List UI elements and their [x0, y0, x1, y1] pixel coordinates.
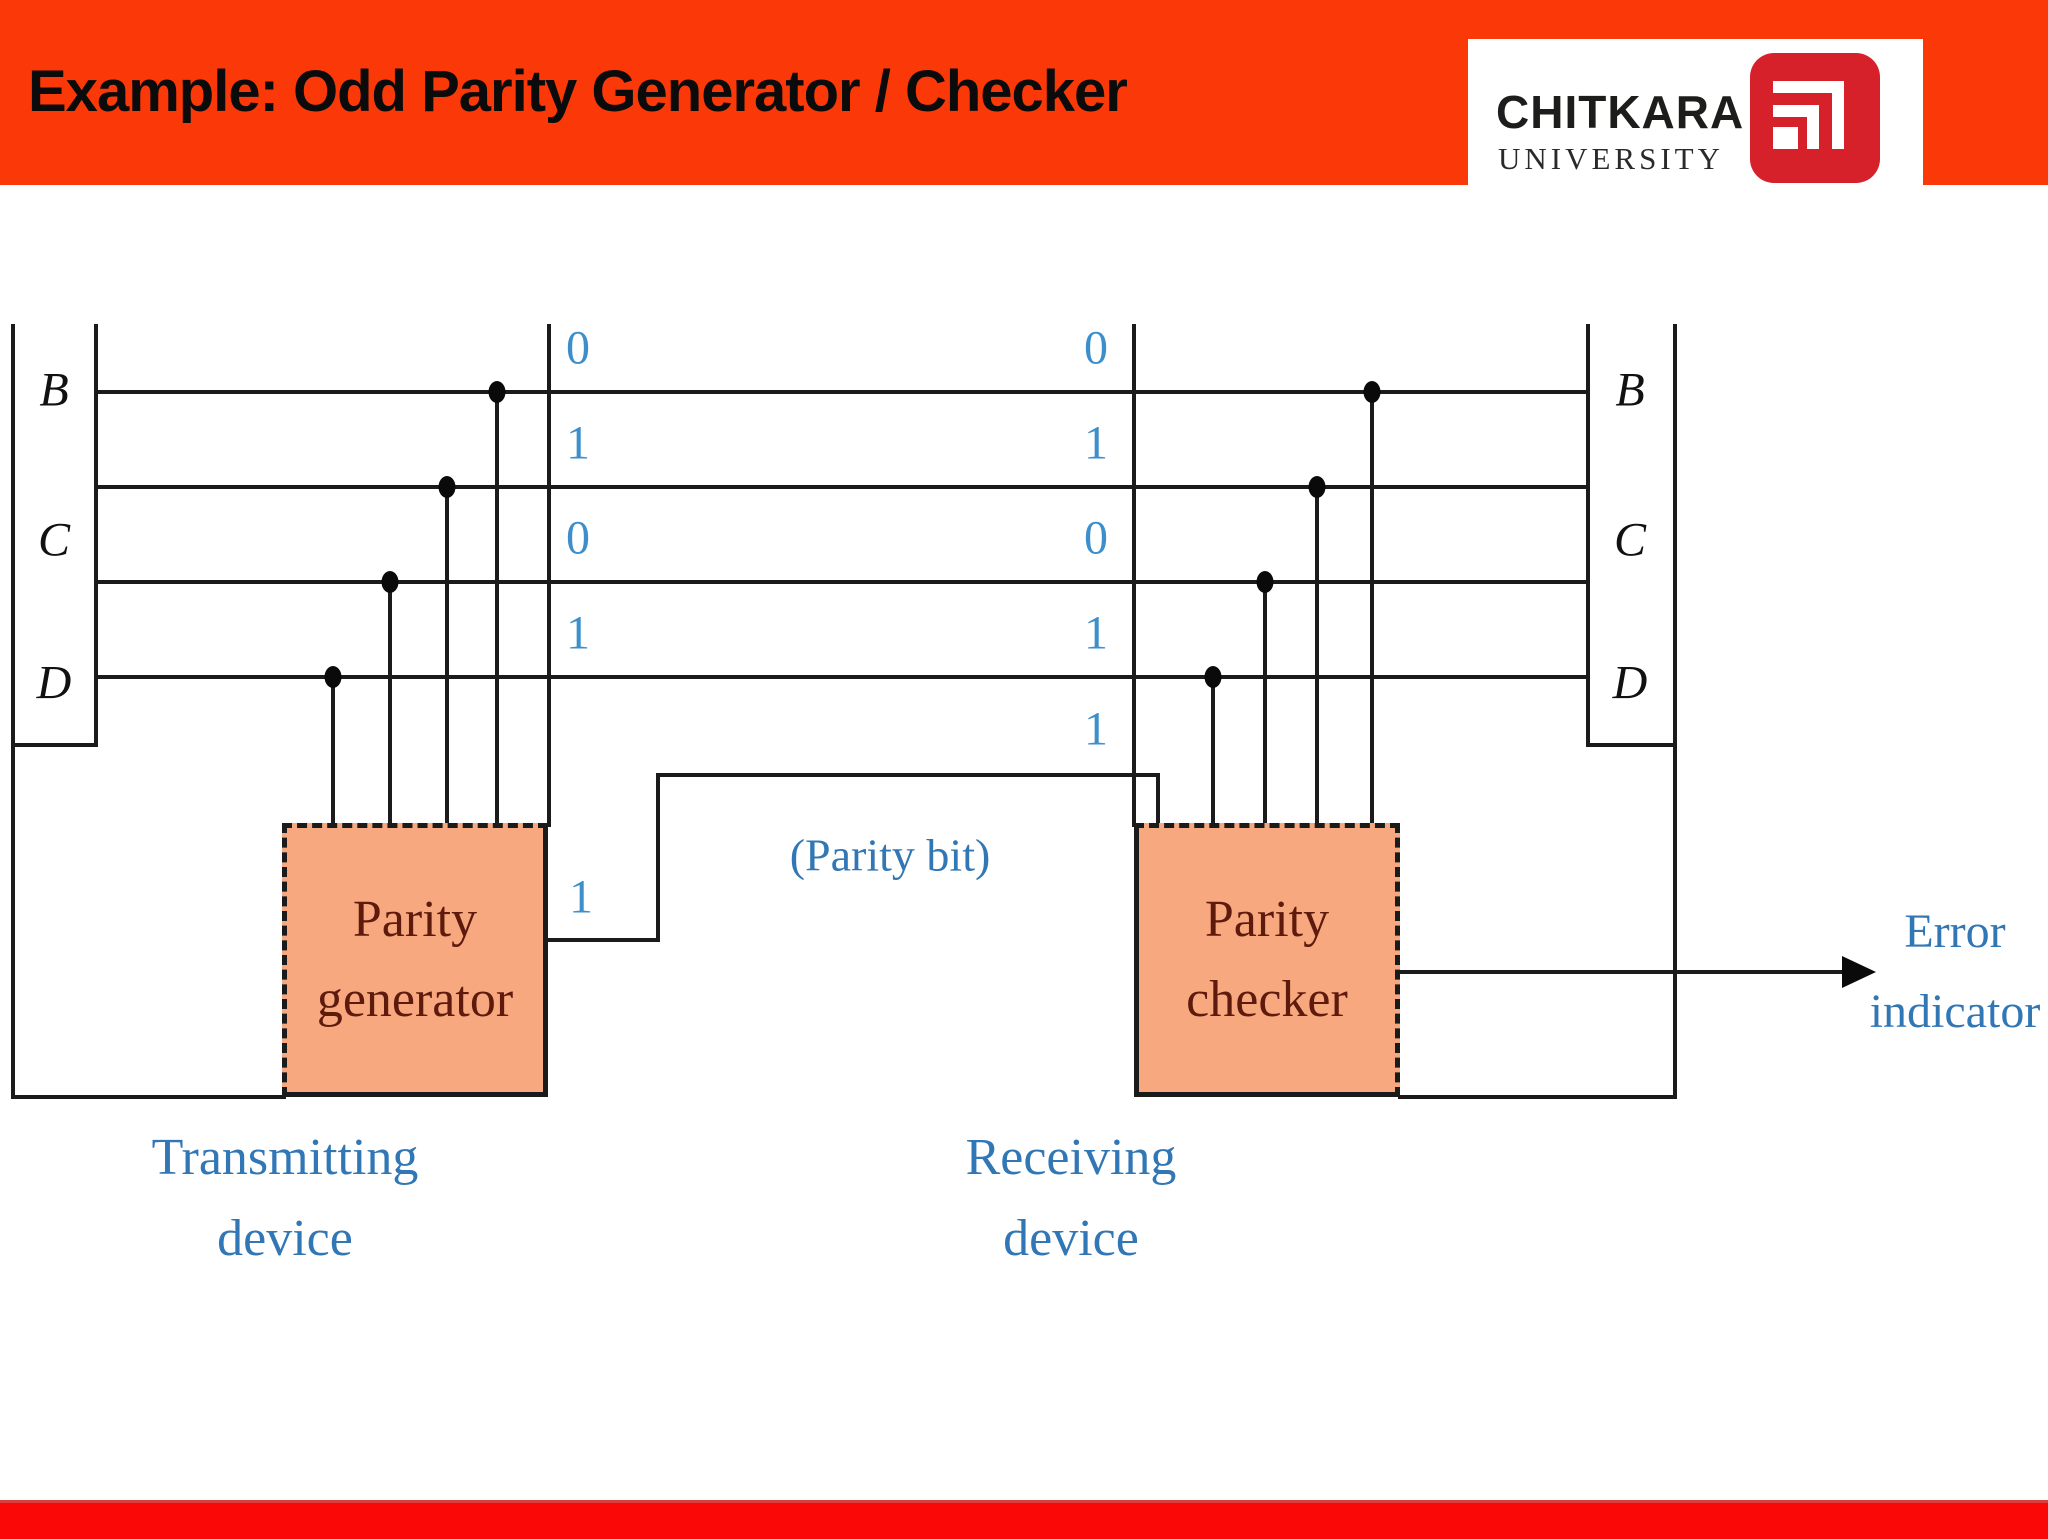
tx-bus-label-d: D — [36, 656, 72, 710]
tx-channel-edge — [547, 324, 551, 827]
parity-bit-caption: (Parity bit) — [789, 829, 991, 881]
rx-bottom-rail — [1398, 1095, 1677, 1099]
parity-wire-out — [548, 938, 660, 942]
parity-wire-rise — [656, 773, 660, 942]
junction-dot — [488, 381, 506, 403]
rx-bit-value: 1 — [1084, 606, 1108, 660]
logo-bar-icon — [1832, 81, 1844, 149]
rx-bus-label-c: C — [1613, 513, 1647, 567]
data-line-b — [96, 390, 1588, 394]
logo-sub-text: UNIVERSITY — [1498, 141, 1724, 176]
receiving-device-caption: Receiving device — [965, 1129, 1177, 1267]
tx-bottom-rail — [11, 1095, 286, 1099]
rx-bit-value: 0 — [1084, 511, 1108, 565]
parity-generator-box: Parity generator — [282, 823, 548, 1097]
error-arrow-head-icon — [1842, 956, 1876, 988]
tx-bracket-bottom — [11, 743, 98, 747]
chitkara-logo-icon — [1750, 53, 1880, 183]
rx-tap-d — [1211, 677, 1215, 825]
tx-device-outer-edge — [11, 324, 15, 1099]
rx-device-inner-edge — [1586, 324, 1590, 745]
junction-dot — [1204, 666, 1222, 688]
parity-checker-box: Parity checker — [1134, 823, 1400, 1097]
parity-checker-label: Parity — [1204, 891, 1330, 948]
tx-device-inner-edge — [94, 324, 98, 745]
rx-parity-bit-value: 1 — [1084, 702, 1108, 756]
tx-tap-d — [331, 677, 335, 825]
rx-tap-2 — [1315, 487, 1319, 825]
university-logo: CHITKARA UNIVERSITY — [1468, 39, 1923, 192]
rx-channel-edge — [1132, 324, 1136, 827]
generated-parity-bit: 1 — [569, 870, 593, 924]
tx-bit-value: 1 — [566, 416, 590, 470]
parity-generator-label: Parity — [352, 891, 478, 948]
logo-bar-icon — [1807, 105, 1819, 149]
rx-bit-value: 1 — [1084, 416, 1108, 470]
data-line-d — [96, 675, 1588, 679]
parity-checker-label: checker — [1186, 971, 1348, 1028]
transmitting-device-caption: Transmitting device — [151, 1129, 419, 1267]
rx-bus-label-b: B — [1615, 363, 1645, 417]
tx-tap-2 — [445, 487, 449, 825]
data-line-2 — [96, 485, 1588, 489]
tx-bus-label-b: B — [39, 363, 69, 417]
junction-dot — [1308, 476, 1326, 498]
rx-bus-label-d: D — [1612, 656, 1648, 710]
junction-dot — [381, 571, 399, 593]
tx-bit-value: 0 — [566, 321, 590, 375]
rx-bit-value: 0 — [1084, 321, 1108, 375]
tx-bit-value: 1 — [566, 606, 590, 660]
rx-bracket-bottom — [1586, 743, 1677, 747]
parity-generator-label: generator — [316, 971, 514, 1028]
error-arrow-line — [1400, 970, 1850, 974]
tx-bit-value: 0 — [566, 511, 590, 565]
junction-dot — [324, 666, 342, 688]
tx-bus-label-c: C — [37, 513, 71, 567]
logo-bar-icon — [1773, 127, 1798, 149]
logo-brand-text: CHITKARA — [1496, 86, 1745, 138]
error-indicator-caption: Error indicator — [1869, 905, 2041, 1038]
rx-tap-b — [1370, 392, 1374, 825]
tx-tap-b — [495, 392, 499, 825]
junction-dot — [438, 476, 456, 498]
footer-bar — [0, 1500, 2048, 1539]
junction-dot — [1363, 381, 1381, 403]
slide-title: Example: Odd Parity Generator / Checker — [28, 59, 1128, 124]
parity-wire-span — [656, 773, 1160, 777]
tx-tap-c — [388, 582, 392, 825]
parity-wire-drop — [1156, 773, 1160, 825]
rx-device-outer-edge — [1673, 324, 1677, 1099]
logo-bar-icon — [1773, 81, 1844, 93]
junction-dot — [1256, 571, 1274, 593]
rx-tap-c — [1263, 582, 1267, 825]
data-line-c — [96, 580, 1588, 584]
